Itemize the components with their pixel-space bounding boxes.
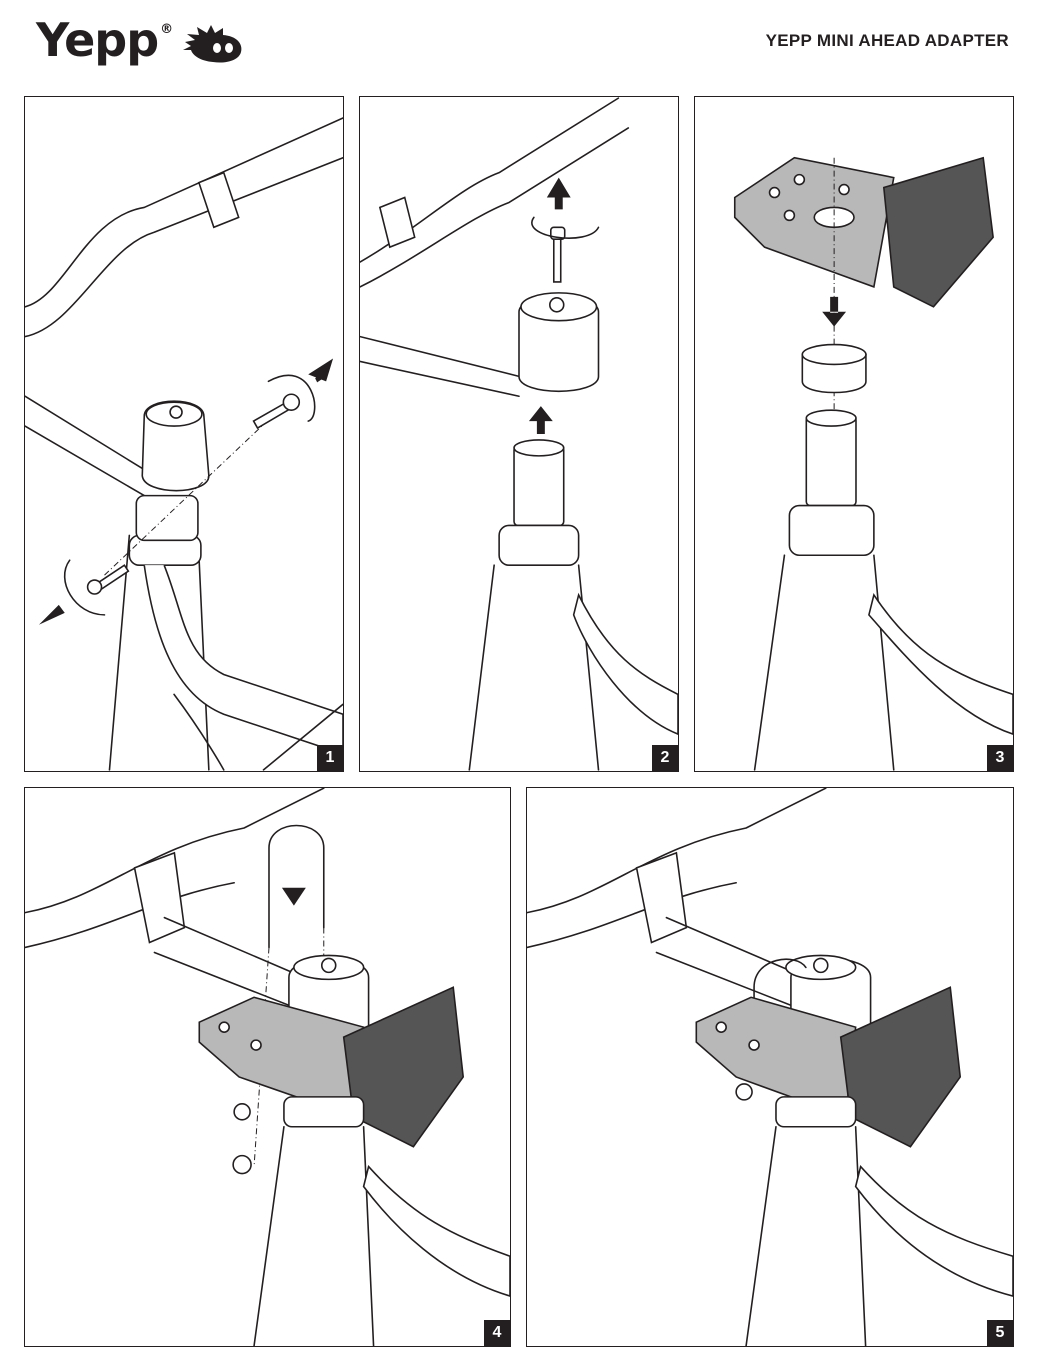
step-number-badge: 2 — [652, 745, 678, 771]
brand-name: Yepp — [36, 13, 159, 67]
remove-stem-bolts-drawing — [25, 117, 343, 771]
place-adapter-drawing — [733, 156, 1013, 771]
step-2-illustration: 2 — [359, 96, 679, 772]
step-number-badge: 5 — [987, 1320, 1013, 1346]
step-3-illustration: 3 — [694, 96, 1014, 772]
document-title: YEPP MINI AHEAD ADAPTER — [765, 31, 1009, 50]
step-4-illustration: 4 — [24, 787, 511, 1347]
step-number-badge: 4 — [484, 1320, 510, 1346]
step-number-badge: 1 — [317, 745, 343, 771]
brand-logo: Yepp ® — [36, 10, 245, 70]
remove-top-cap-drawing — [360, 97, 678, 771]
step-1-illustration: 1 — [24, 96, 344, 772]
step-5-illustration: 5 — [526, 787, 1014, 1347]
step-number-badge: 3 — [987, 745, 1013, 771]
tighten-assembly-drawing — [527, 788, 1013, 1346]
insert-u-bolt-drawing — [25, 788, 510, 1346]
registered-mark: ® — [160, 22, 174, 37]
mascot-icon — [183, 25, 242, 63]
